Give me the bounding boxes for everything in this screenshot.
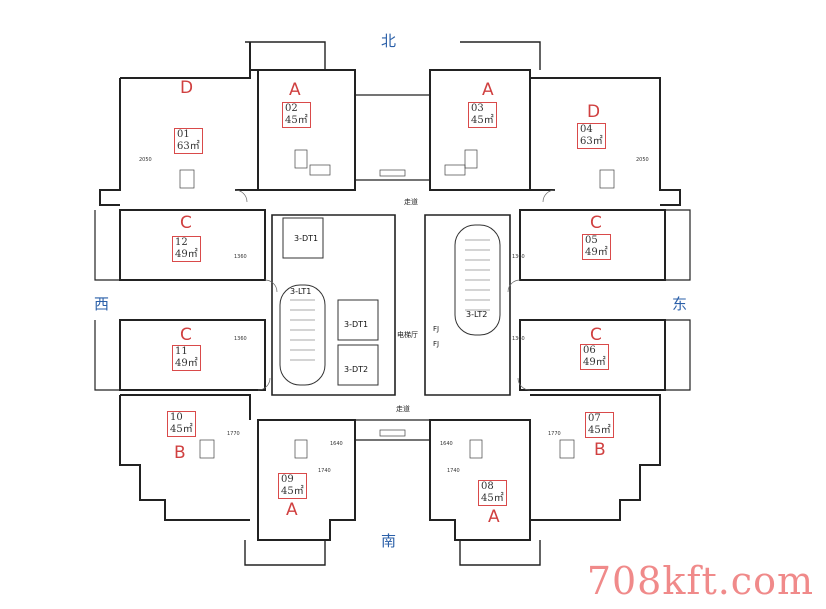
core-east <box>424 214 511 396</box>
unit-area: 63㎡ <box>177 141 200 152</box>
fj-label-2: FJ <box>433 340 440 348</box>
wall-unit-08 <box>429 419 531 541</box>
dimension-label: 1640 <box>330 441 343 447</box>
unit-area: 45㎡ <box>170 424 193 435</box>
unit-number: 07 <box>588 413 601 424</box>
dimension-label: 1360 <box>512 336 525 342</box>
elevator-shaft-2 <box>337 344 379 386</box>
unit-number: 04 <box>580 124 593 135</box>
dimension-label: 1740 <box>318 468 331 474</box>
elevator-label-1: 3-DT1 <box>344 320 369 329</box>
unit-number: 08 <box>481 481 494 492</box>
unit-number: 09 <box>281 474 294 485</box>
unit-number: 11 <box>175 346 188 357</box>
dimension-label: 1770 <box>227 431 240 437</box>
unit-area: 49㎡ <box>585 247 608 258</box>
unit-area: 49㎡ <box>175 358 198 369</box>
compass-north: 北 <box>381 32 397 50</box>
unit-number: 10 <box>170 412 183 423</box>
wall-unit-11 <box>119 319 266 391</box>
wall-unit-10 <box>119 394 251 521</box>
unit-type-12: C <box>180 213 192 233</box>
dimension-label: 1770 <box>548 431 561 437</box>
unit-number: 06 <box>583 345 596 356</box>
wall-unit-07 <box>530 394 661 521</box>
watermark-text: 708kft.com <box>586 559 814 603</box>
compass-south: 南 <box>381 532 397 550</box>
unit-type-09: A <box>286 500 298 520</box>
dimension-label: 1360 <box>512 254 525 260</box>
unit-area: 45㎡ <box>285 115 308 126</box>
dimension-label: 1360 <box>234 336 247 342</box>
fj-label-1: FJ <box>433 325 440 333</box>
unit-area: 49㎡ <box>175 249 198 260</box>
unit-type-02: A <box>289 80 301 100</box>
corridor-label-bottom: 走道 <box>396 405 410 413</box>
unit-number: 02 <box>285 103 298 114</box>
dimension-label: 1360 <box>234 254 247 260</box>
elevator-shaft-top <box>282 217 324 259</box>
unit-type-11: C <box>180 325 192 345</box>
dimension-label: 2050 <box>139 157 152 163</box>
unit-number: 01 <box>177 129 190 140</box>
unit-area: 63㎡ <box>580 136 603 147</box>
unit-area: 45㎡ <box>481 493 504 504</box>
unit-type-04: D <box>587 102 601 122</box>
stair-label-1: 3-LT1 <box>290 287 312 296</box>
unit-number: 03 <box>471 103 484 114</box>
dimension-label: 2050 <box>636 157 649 163</box>
stair-shaft-2 <box>454 224 501 336</box>
unit-area: 49㎡ <box>583 357 606 368</box>
corridor-label-top: 走道 <box>404 198 418 206</box>
shaft-label-top: 3-DT1 <box>294 234 319 243</box>
unit-area: 45㎡ <box>588 425 611 436</box>
unit-area: 45㎡ <box>471 115 494 126</box>
unit-type-08: A <box>488 507 500 527</box>
unit-number: 05 <box>585 235 598 246</box>
wall-unit-04 <box>529 77 681 206</box>
unit-type-07: B <box>594 440 606 460</box>
unit-type-01: D <box>180 78 194 98</box>
stair-shaft-1 <box>279 284 326 386</box>
unit-type-06: C <box>590 325 602 345</box>
elevator-hall-label: 电梯厅 <box>397 331 418 339</box>
unit-type-05: C <box>590 213 602 233</box>
elevator-label-2: 3-DT2 <box>344 365 369 374</box>
unit-number: 12 <box>175 237 188 248</box>
unit-type-03: A <box>482 80 494 100</box>
unit-type-10: B <box>174 443 186 463</box>
dimension-label: 1740 <box>447 468 460 474</box>
elevator-shaft-1 <box>337 299 379 341</box>
core-west <box>271 214 396 396</box>
stair-label-2: 3-LT2 <box>466 310 488 319</box>
dimension-label: 1640 <box>440 441 453 447</box>
wall-unit-02 <box>258 69 356 191</box>
unit-area: 45㎡ <box>281 486 304 497</box>
compass-east: 东 <box>672 295 688 313</box>
compass-west: 西 <box>94 295 110 313</box>
